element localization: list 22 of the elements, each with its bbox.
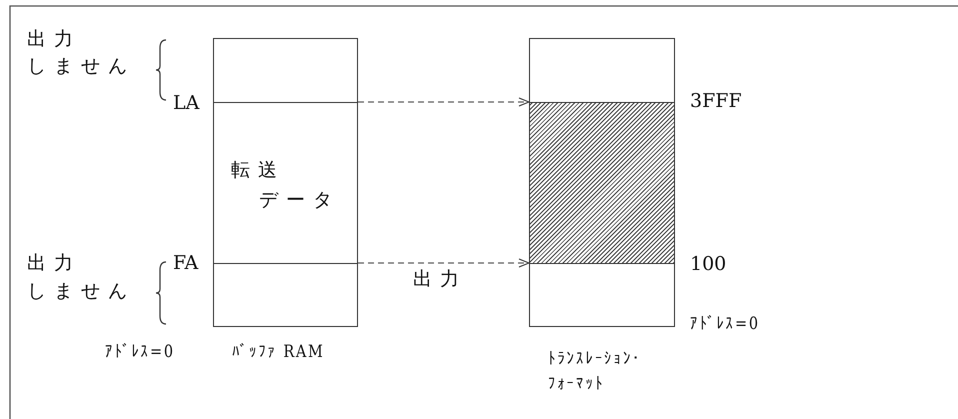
address-label: 100 — [690, 255, 726, 274]
side-note: しません — [27, 57, 135, 76]
memory-name: ﾄﾗﾝｽﾚｰｼｮﾝ･ﾌｫｰﾏｯﾄ — [548, 348, 642, 396]
memory-section — [529, 263, 675, 327]
address-label: ｱﾄﾞﾚｽ=0 — [105, 344, 175, 361]
side-note: 出力 — [27, 30, 81, 49]
hatched-section — [529, 102, 675, 264]
memory-section — [213, 38, 358, 103]
side-note: しません — [27, 282, 135, 301]
memory-section — [213, 263, 358, 327]
address-label: 3FFF — [690, 92, 742, 111]
address-label: FA — [173, 254, 198, 273]
output-label: 出力 — [413, 270, 467, 289]
section-label: データ — [259, 191, 340, 210]
arrow — [358, 258, 530, 268]
memory-name: ﾊﾞｯﾌｧ RAM — [232, 344, 325, 361]
address-label: LA — [173, 94, 200, 113]
arrow — [358, 98, 530, 106]
address-label: ｱﾄﾞﾚｽ=0 — [690, 316, 760, 333]
memory-section — [213, 102, 358, 264]
side-note: 出力 — [27, 254, 81, 273]
section-label: 転送 — [231, 161, 285, 180]
